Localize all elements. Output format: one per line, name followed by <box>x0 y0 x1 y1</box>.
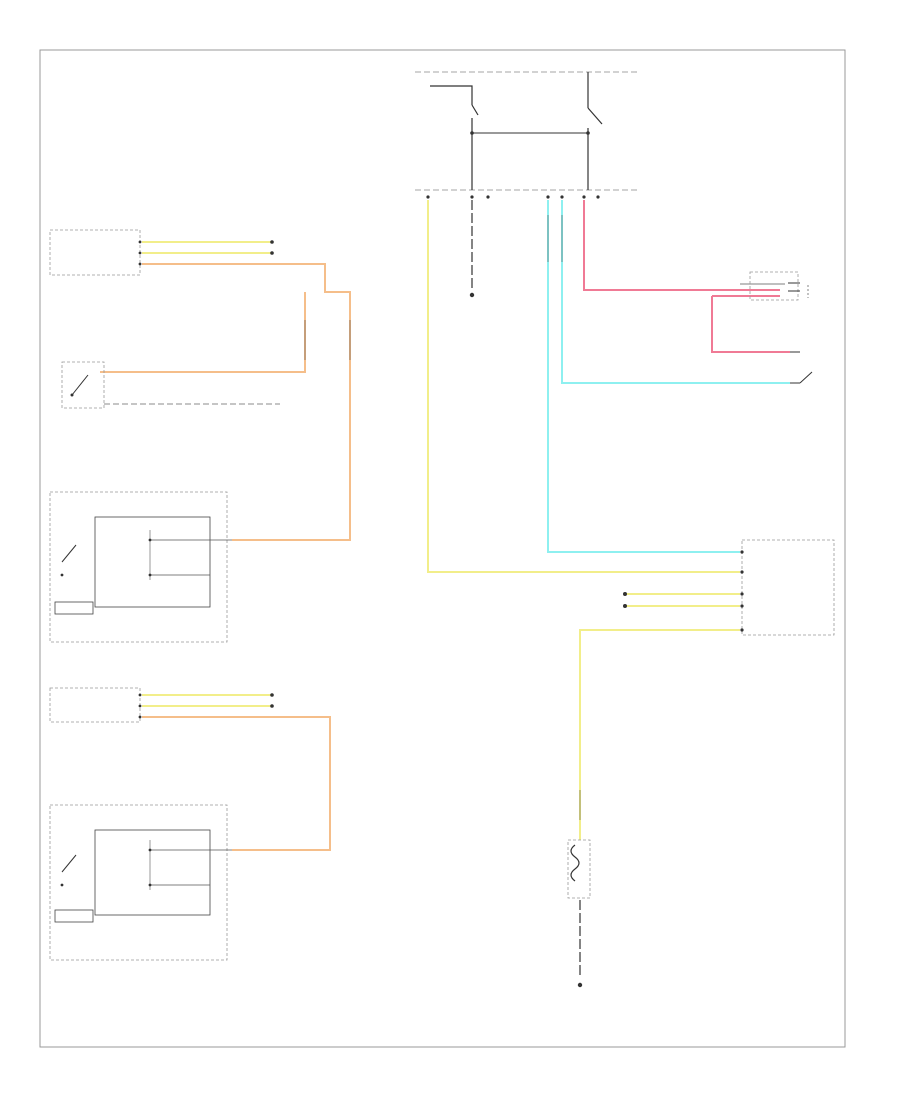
left-pnp-orange-wire <box>100 292 306 373</box>
left-module-mid <box>49 687 142 723</box>
yellow-wire <box>427 200 740 573</box>
cyan-wire <box>547 200 740 553</box>
body-control-module <box>740 539 835 636</box>
tcm-box-1 <box>49 491 232 643</box>
top-power-section <box>415 71 640 199</box>
pink-wire-branch <box>711 295 790 353</box>
top-ground <box>469 200 475 298</box>
pink-wire <box>583 200 780 291</box>
left-top-orange-wire <box>142 263 351 541</box>
brake-switch <box>749 271 809 301</box>
left-module-top <box>49 229 142 276</box>
solenoid-wire <box>579 629 740 840</box>
left-mid-orange-wire <box>142 716 331 851</box>
park-neutral-switch <box>61 361 280 409</box>
shift-lock-solenoid <box>567 839 591 988</box>
stop-lamp-switch <box>790 351 813 384</box>
cyan-wire-branch <box>561 200 790 384</box>
tcm-box-2 <box>49 804 232 961</box>
diagram-frame <box>39 49 846 1048</box>
